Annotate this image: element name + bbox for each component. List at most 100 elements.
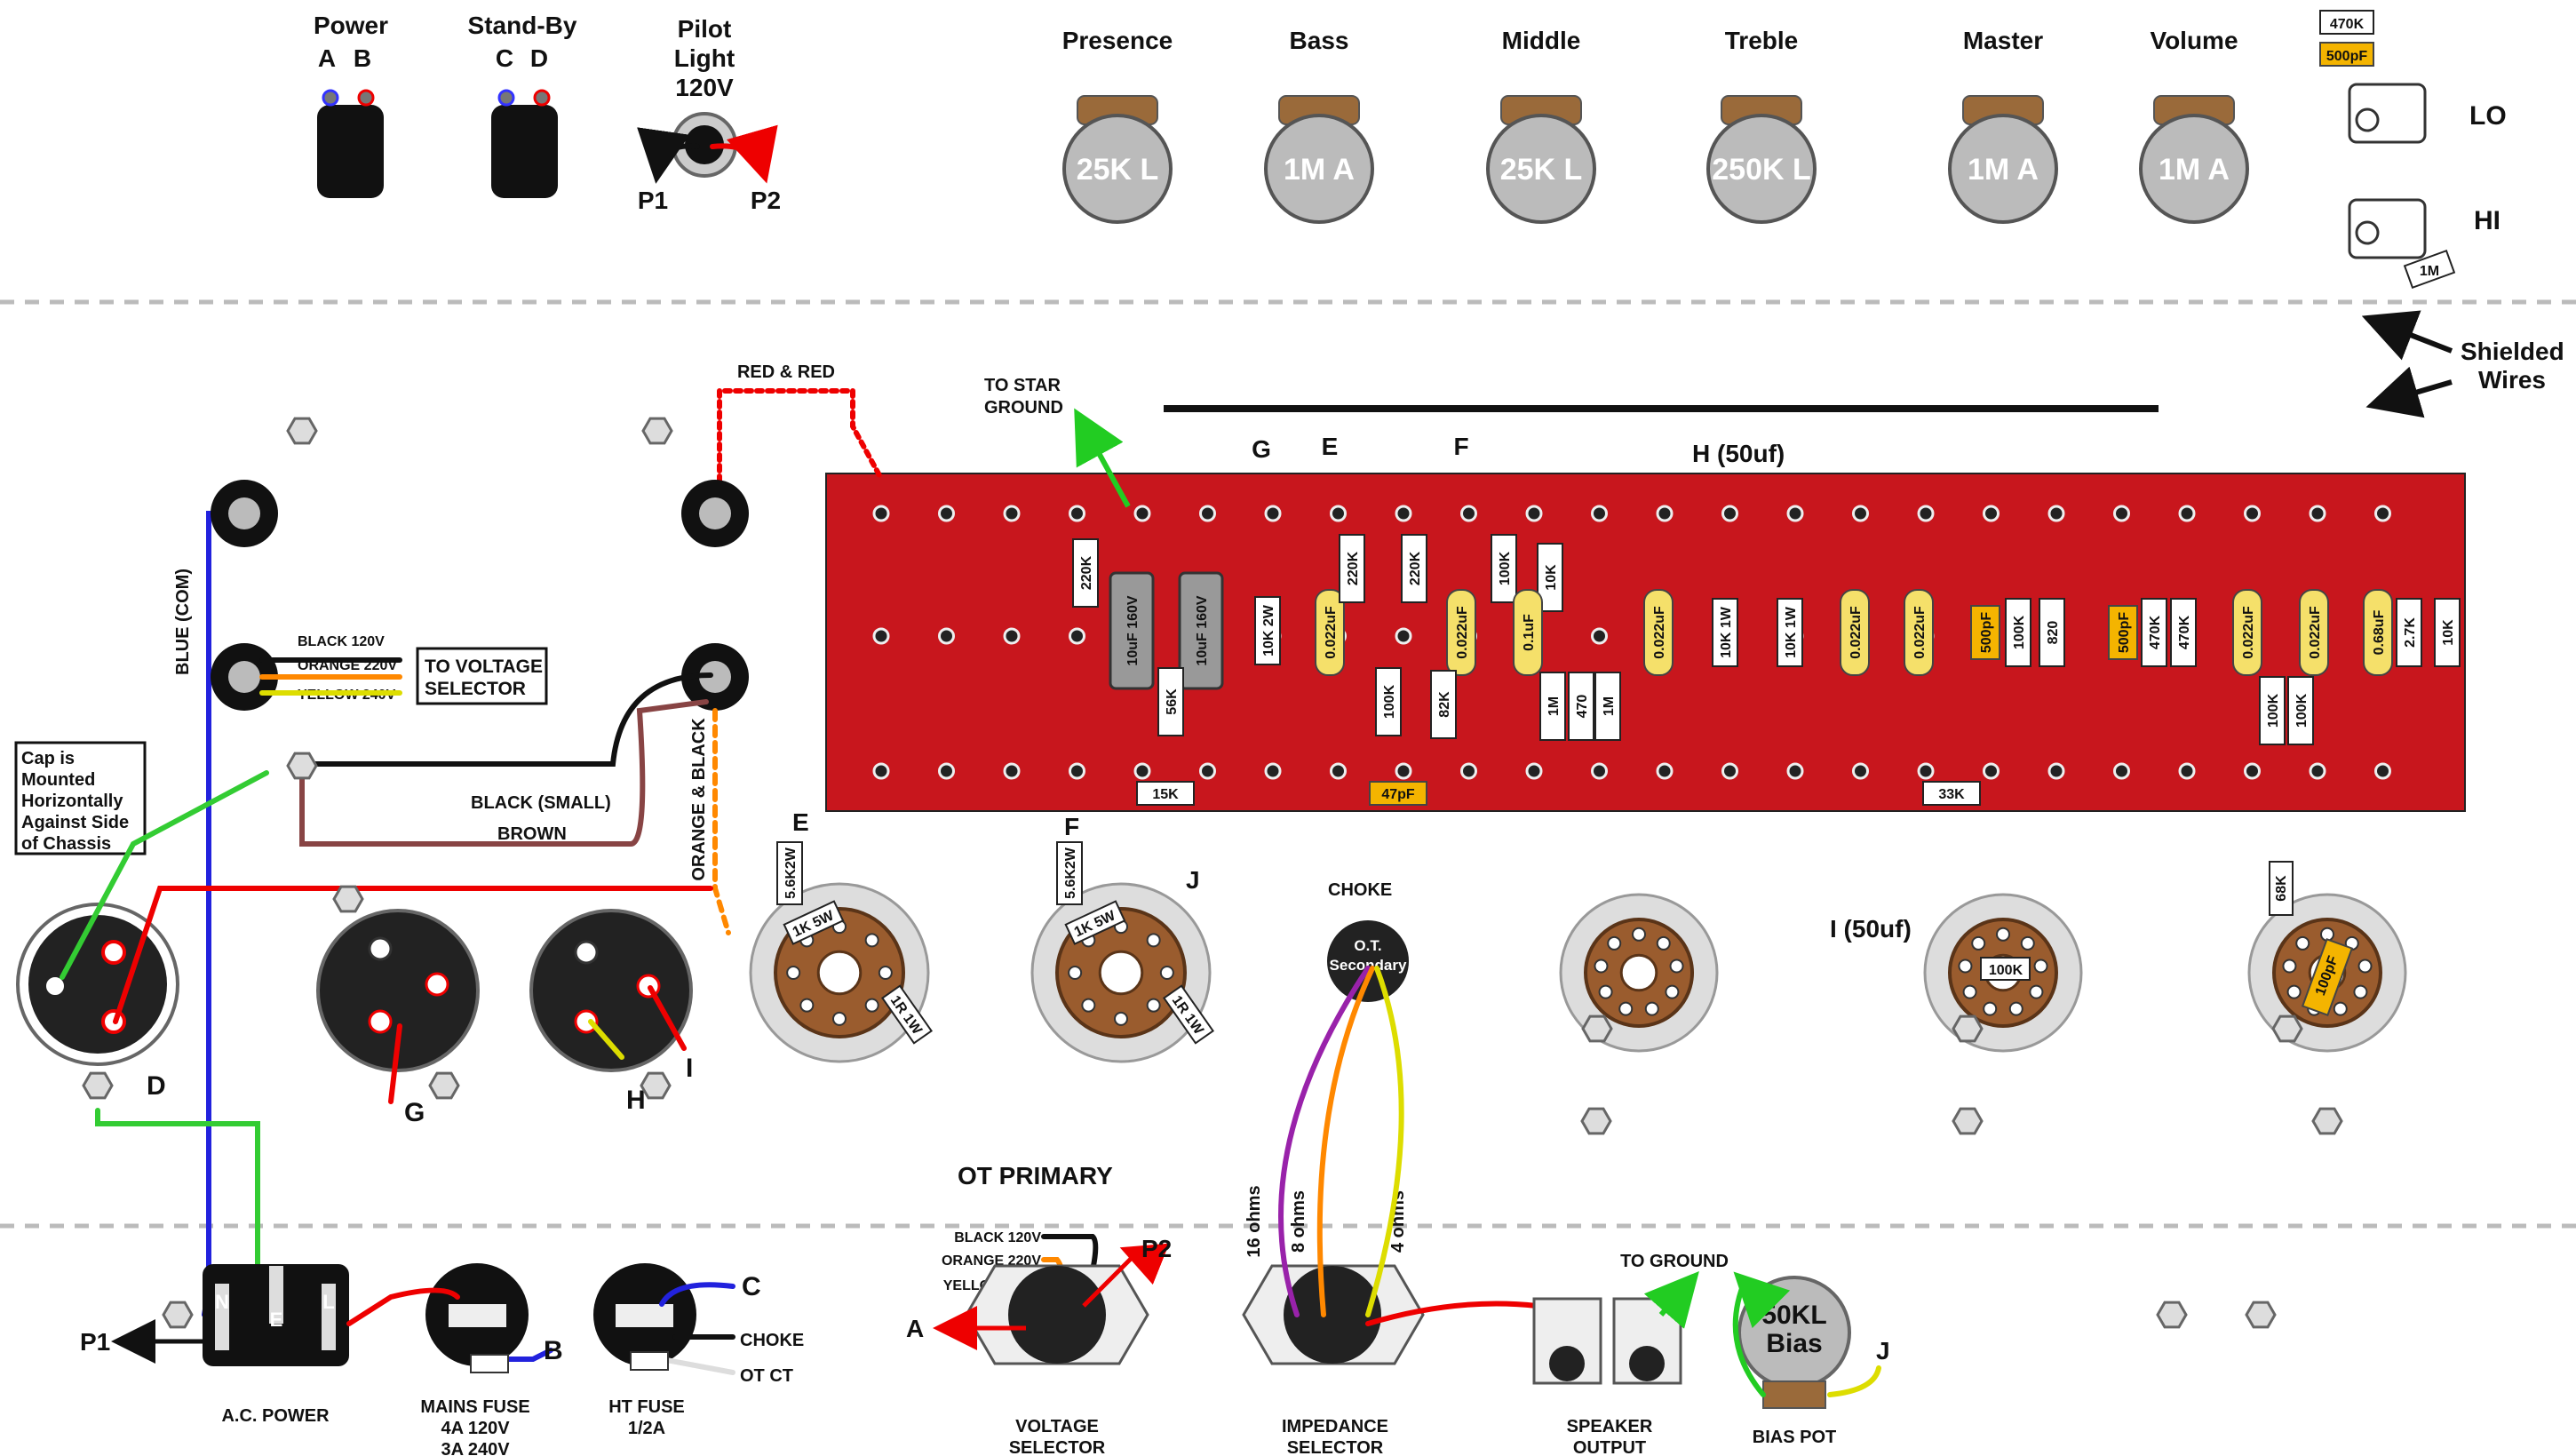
pot-title: Volume (2150, 27, 2238, 54)
resistor (2396, 598, 2422, 667)
component-r100k_e: 100K (2287, 676, 2314, 745)
svg-text:BIAS POT: BIAS POT (1753, 1428, 1836, 1447)
resistor-label: 15K (1152, 787, 1179, 802)
svg-text:3A 240V: 3A 240V (441, 1440, 510, 1456)
standby-switch: Stand-By C D (468, 12, 577, 198)
svg-text:50KL: 50KL (1761, 1301, 1826, 1330)
pot-body (1062, 114, 1173, 224)
pot-body (1486, 114, 1596, 224)
svg-text:CHOKE: CHOKE (1328, 880, 1392, 900)
turret (872, 762, 890, 780)
svg-text:C: C (742, 1272, 761, 1301)
turret (2047, 762, 2065, 780)
component-r470k_a: 470K (2141, 598, 2167, 667)
svg-text:OUTPUT: OUTPUT (1573, 1438, 1646, 1456)
component-r100k_c: 100K (2005, 598, 2031, 667)
pot-value: 25K L (1500, 153, 1583, 187)
socket-center (1619, 953, 1658, 992)
svg-text:HT FUSE: HT FUSE (608, 1397, 685, 1417)
resistor (1157, 667, 1184, 736)
resistor-label: 1M (1546, 696, 1562, 716)
turret (1525, 505, 1543, 522)
resistor (1712, 598, 1738, 667)
resistor (1339, 534, 1365, 603)
turret (1133, 505, 1151, 522)
svg-text:470K: 470K (2330, 17, 2365, 32)
capacitor (1643, 589, 1674, 676)
socket-pin (1598, 984, 1613, 999)
svg-text:GROUND: GROUND (984, 398, 1063, 418)
turret (1264, 505, 1282, 522)
resistor (1375, 667, 1402, 736)
svg-text:L: L (322, 1291, 334, 1313)
capacitor-label: 0.022uF (1912, 606, 1928, 659)
turret (1525, 762, 1543, 780)
resistor (2005, 598, 2031, 667)
svg-text:Secondary: Secondary (1330, 957, 1407, 974)
bottom-row: P1 N E L A.C. POWER B MAINS FUSE 4A 120V… (80, 966, 1890, 1456)
component-r470k_b: 470K (2170, 598, 2197, 667)
socket-pin (832, 1011, 847, 1026)
component-r33k: 33K (1922, 781, 1981, 806)
mounting-nut (286, 752, 318, 780)
svg-text:LO: LO (2469, 101, 2507, 131)
svg-text:BLACK 120V: BLACK 120V (298, 634, 385, 649)
resistor (1162, 984, 1215, 1045)
turret (938, 627, 955, 645)
resistor-label: 2.7K (2403, 617, 2418, 648)
capacitor (2108, 605, 2138, 660)
capacitor-label: 0.022uF (1324, 606, 1339, 659)
turret (2178, 762, 2196, 780)
socket-pin (864, 933, 879, 948)
capacitor-label: 0.022uF (1652, 606, 1667, 659)
turret (1003, 627, 1021, 645)
svg-text:B: B (544, 1336, 563, 1365)
resistor (1491, 534, 1517, 603)
svg-text:C: C (496, 44, 513, 72)
mounting-nut (2271, 1014, 2303, 1043)
component-r10k1w_b: 10K 1W (1777, 598, 1803, 667)
turret (1917, 505, 1935, 522)
svg-text:CHOKE: CHOKE (740, 1331, 804, 1350)
turret (1069, 505, 1085, 522)
turret (1395, 762, 1412, 780)
pot-body (2139, 114, 2249, 224)
svg-text:D: D (530, 44, 548, 72)
resistor (1539, 672, 1566, 741)
resistor (2141, 598, 2167, 667)
turret (1852, 762, 1869, 780)
svg-text:of Chassis: of Chassis (21, 834, 111, 854)
turret (2309, 505, 2326, 522)
svg-text:SELECTOR: SELECTOR (425, 679, 526, 699)
turret (2244, 762, 2261, 780)
socket-pin (1146, 933, 1161, 948)
resistor-label: 470 (1575, 695, 1590, 719)
turret (1591, 627, 1608, 645)
component-r10k1w_a: 10K 1W (1712, 598, 1738, 667)
turret (2178, 505, 2196, 522)
svg-text:500pF: 500pF (2326, 49, 2367, 64)
capacitor-label: 10uF 160V (1195, 595, 1210, 665)
svg-text:OT CT: OT CT (740, 1366, 793, 1386)
component-r100k_a: 100K (1375, 667, 1402, 736)
resistor-label: 33K (1938, 787, 1965, 802)
socket-pin (2353, 984, 2368, 999)
svg-text:Light: Light (674, 44, 735, 72)
turret (1591, 505, 1608, 522)
resistor-label: 1M (1602, 696, 1617, 716)
mounting-nut (2156, 1301, 2188, 1329)
mounting-nut (640, 1071, 672, 1100)
turret (1069, 762, 1085, 780)
socket-pin (1958, 959, 1973, 974)
component-r220k_a: 220K (1072, 538, 1099, 608)
resistor (1072, 538, 1099, 608)
resistor (1594, 672, 1621, 741)
turret (2113, 505, 2130, 522)
resistor (1401, 534, 1427, 603)
